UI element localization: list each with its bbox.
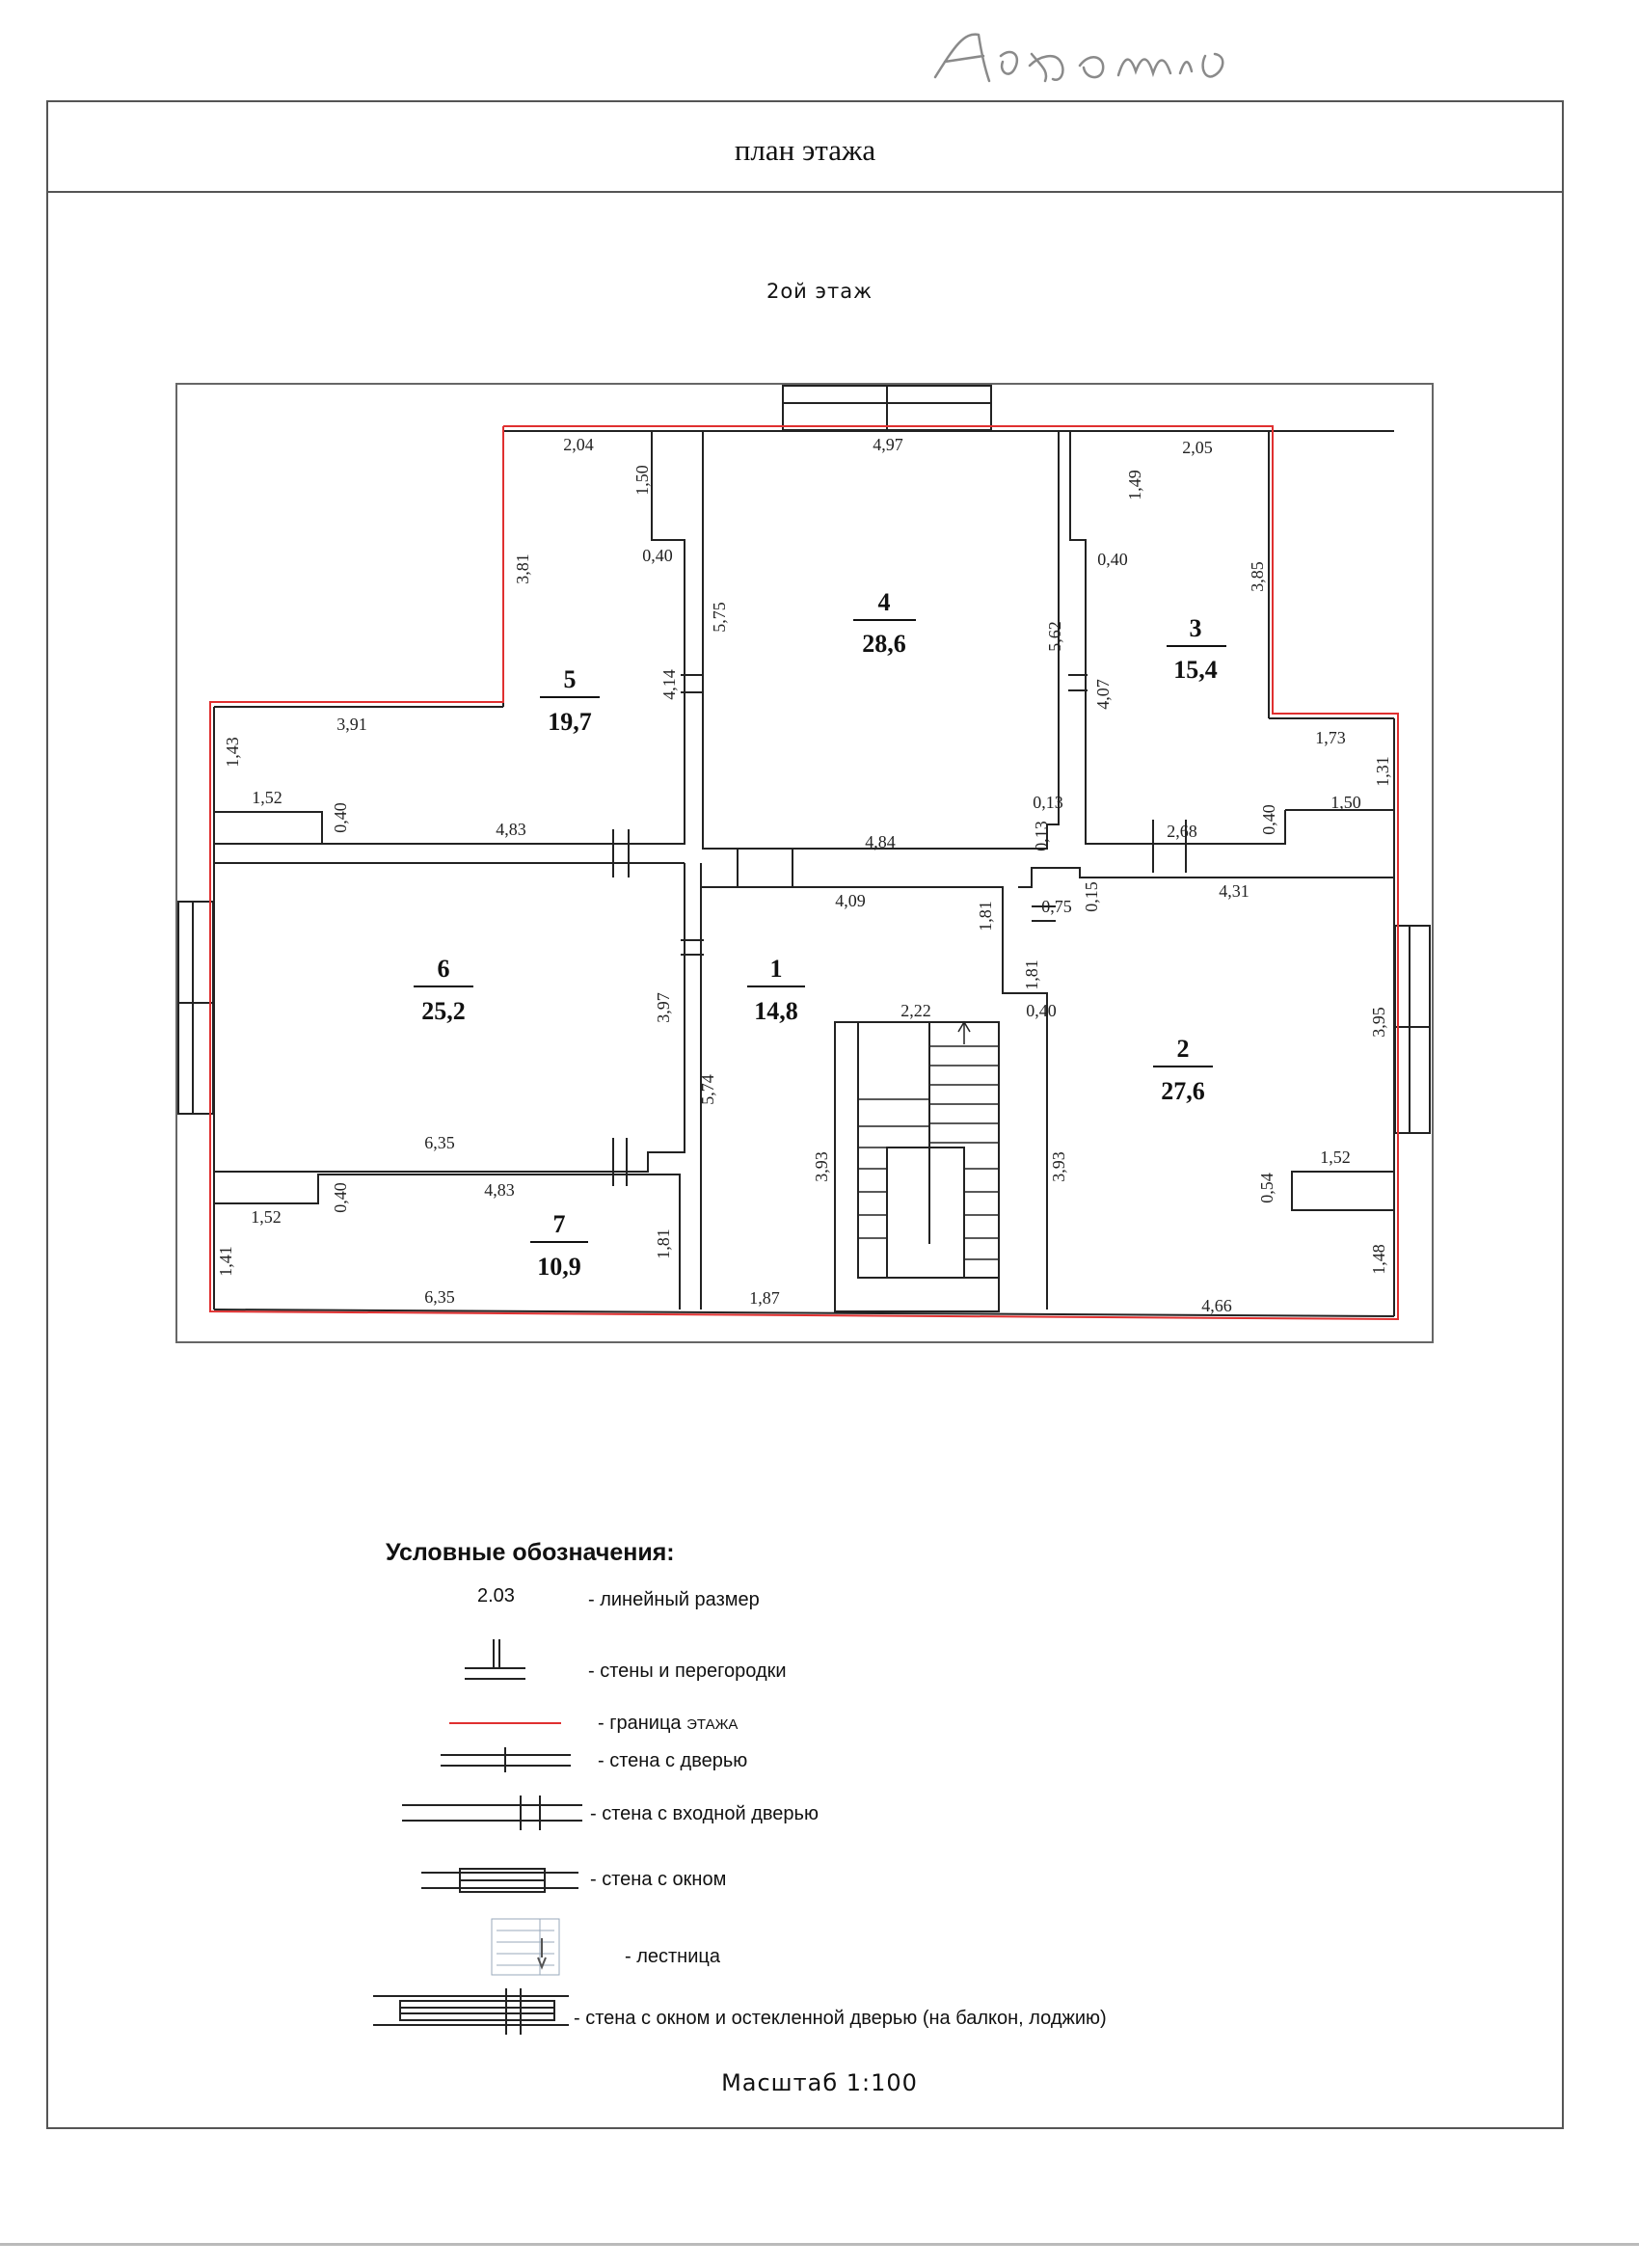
scan-edge (0, 2243, 1639, 2246)
dimension-label: 1,50 (1330, 793, 1361, 812)
dimension-label: 5,75 (710, 602, 729, 633)
drawing-frame (175, 383, 1434, 1343)
room-5-number: 5 (564, 665, 577, 693)
dimension-label: 4,14 (659, 669, 679, 700)
dimension-label: 1,31 (1373, 756, 1392, 787)
dimension-label: 3,93 (812, 1151, 831, 1182)
room-5-area: 19,7 (548, 708, 592, 736)
title-row: план этажа (46, 100, 1564, 193)
dimension-label: 4,83 (496, 820, 526, 839)
legend-door-wall: - стена с дверью (598, 1750, 748, 1771)
dimension-label: 6,35 (424, 1133, 455, 1152)
room-6-number: 6 (438, 955, 450, 983)
room-4-area: 28,6 (862, 630, 906, 658)
room-7-area: 10,9 (537, 1253, 581, 1281)
dimension-label: 4,09 (835, 891, 866, 910)
dimension-label: 3,85 (1248, 561, 1267, 592)
dimension-label: 2,22 (900, 1001, 931, 1020)
room-4-number: 4 (878, 588, 891, 616)
dimension-label: 2,04 (563, 435, 594, 454)
dimension-label: 0,40 (1259, 804, 1278, 835)
legend-entrance-door-wall: - стена с входной дверью (590, 1803, 819, 1824)
dimension-label: 1,49 (1125, 470, 1144, 500)
scale-label: Масштаб 1:100 (721, 2069, 918, 2096)
legend-sample-dimension: 2.03 (477, 1585, 515, 1606)
dimension-label: 1,81 (654, 1228, 673, 1259)
door-markers (612, 674, 1187, 1186)
legend-staircase: - лестница (625, 1946, 720, 1967)
dimension-label: 4,84 (865, 832, 896, 851)
windows (177, 385, 1431, 1134)
room-labels: 4 28,6 3 15,4 5 19,7 6 25,2 1 14,8 2 27,… (414, 588, 1226, 1281)
room-1-area: 14,8 (754, 997, 798, 1025)
dimension-label: 0,40 (331, 802, 350, 833)
page-frame (46, 100, 1564, 2129)
dimension-label: 4,07 (1093, 679, 1113, 710)
legend-balcony-wall: - стена с окном и остекленной дверью (на… (574, 2008, 1107, 2029)
legend-window-wall: - стена с окном (590, 1869, 727, 1890)
dimension-label: 1,81 (976, 901, 995, 932)
dimension-label: 1,73 (1315, 728, 1346, 747)
dimension-label: 0,75 (1041, 897, 1072, 916)
dimension-label: 3,93 (1049, 1151, 1068, 1182)
dimension-label: 5,74 (698, 1074, 717, 1105)
dimension-label: 4,66 (1201, 1296, 1232, 1315)
legend-linear-size: - линейный размер (588, 1589, 760, 1610)
dimension-labels: 2,04 1,50 0,40 3,81 4,14 5,75 4,97 5,62 … (216, 435, 1392, 1315)
dimension-label: 3,97 (654, 992, 673, 1023)
dimension-label: 0,54 (1257, 1173, 1276, 1203)
dimension-label: 1,81 (1022, 959, 1041, 990)
stair-treads (858, 1020, 999, 1260)
dimension-label: 1,52 (251, 1207, 282, 1227)
dimension-label: 4,83 (484, 1180, 515, 1200)
dimension-label: 0,40 (331, 1182, 350, 1213)
dimension-label: 4,97 (873, 435, 903, 454)
dimension-label: 3,91 (336, 715, 367, 734)
page-title: план этажа (734, 133, 876, 167)
dimension-label: 1,87 (749, 1288, 780, 1308)
dimension-label: 0,13 (1032, 821, 1051, 851)
legend-symbols (373, 1639, 582, 2035)
room-3-area: 15,4 (1173, 656, 1218, 684)
room-6-area: 25,2 (421, 997, 466, 1025)
dimension-label: 5,62 (1045, 621, 1064, 652)
legend-title: Условные обозначения: (386, 1539, 675, 1566)
dimension-label: 3,81 (513, 554, 532, 584)
dimension-label: 0,40 (642, 546, 673, 565)
walls (213, 430, 1395, 1317)
dimension-label: 1,43 (223, 737, 242, 768)
handwritten-signature (933, 33, 1224, 83)
floor-label: 2ой этаж (766, 280, 873, 303)
dimension-label: 1,41 (216, 1246, 235, 1277)
dimension-label: 0,13 (1033, 793, 1063, 812)
legend-walls: - стены и перегородки (588, 1660, 787, 1682)
room-1-number: 1 (770, 955, 783, 983)
dimension-label: 1,52 (1320, 1148, 1351, 1167)
dimension-label: 1,50 (632, 465, 652, 496)
dimension-label: 6,35 (424, 1287, 455, 1307)
dimension-label: 0,40 (1097, 550, 1128, 569)
dimension-label: 1,52 (252, 788, 282, 807)
dimension-label: 3,95 (1369, 1007, 1388, 1038)
dimension-label: 4,31 (1219, 881, 1249, 901)
room-2-area: 27,6 (1161, 1077, 1205, 1105)
room-7-number: 7 (553, 1210, 566, 1238)
dimension-label: 2,68 (1167, 822, 1197, 841)
legend-boundary: - граница ЭТАЖА (598, 1713, 739, 1734)
dimension-label: 2,05 (1182, 438, 1213, 457)
floor-boundary (209, 425, 1399, 1321)
dimension-label: 0,15 (1082, 881, 1101, 912)
room-3-number: 3 (1190, 614, 1202, 642)
dimension-label: 1,48 (1369, 1244, 1388, 1275)
room-2-number: 2 (1177, 1035, 1190, 1063)
dimension-label: 0,40 (1026, 1001, 1057, 1020)
